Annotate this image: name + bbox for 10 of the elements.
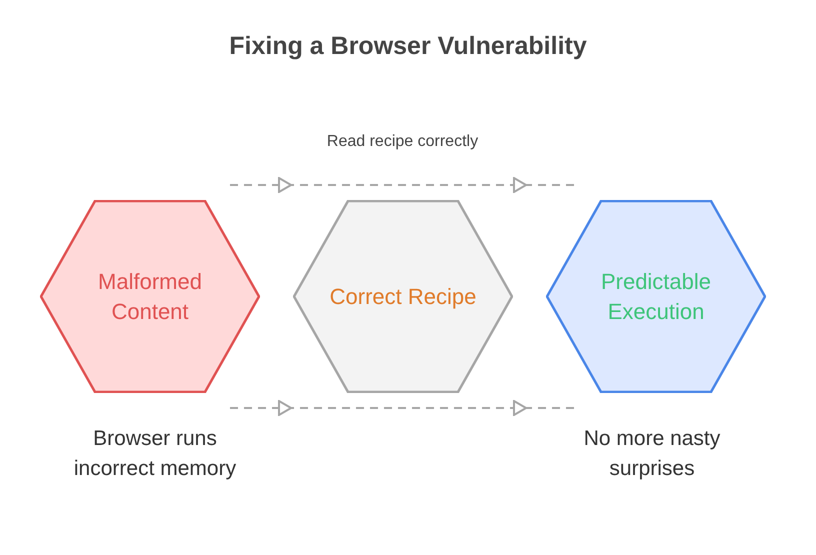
note-text: Read recipe correctly <box>326 132 480 152</box>
caption-text: Browser runs incorrect memory <box>72 426 238 482</box>
hexagon-node <box>40 200 260 393</box>
hexagon-node <box>546 200 766 393</box>
node-label: Correct Recipe <box>328 282 478 311</box>
caption-text: No more nasty surprises <box>582 426 722 482</box>
node-label: Malformed Content <box>97 268 203 326</box>
node-label: Predictable Execution <box>600 268 712 326</box>
hexagon-node <box>293 200 513 393</box>
diagram-title: Fixing a Browser Vulnerability <box>229 31 587 62</box>
